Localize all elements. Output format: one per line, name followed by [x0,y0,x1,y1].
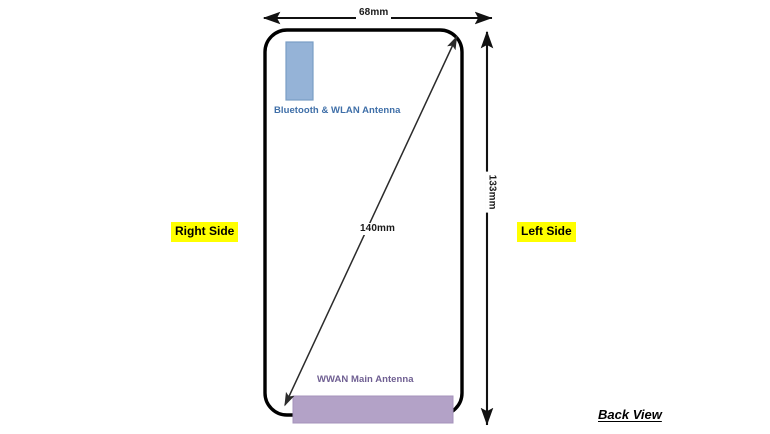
bluetooth-wlan-antenna-label: Bluetooth & WLAN Antenna [274,105,401,116]
wwan-main-antenna-label: WWAN Main Antenna [317,374,414,385]
bluetooth-wlan-antenna-region [285,41,314,101]
diagonal-dimension-line [284,35,458,407]
back-view-label: Back View [598,407,662,422]
left-side-label: Left Side [517,222,576,242]
wwan-main-antenna-region [292,395,454,424]
width-dimension-label: 68mm [356,7,392,20]
right-side-label: Right Side [171,222,239,242]
diagonal-dimension-label: 140mm [358,223,397,236]
height-dimension-label: 133mm [485,171,498,213]
